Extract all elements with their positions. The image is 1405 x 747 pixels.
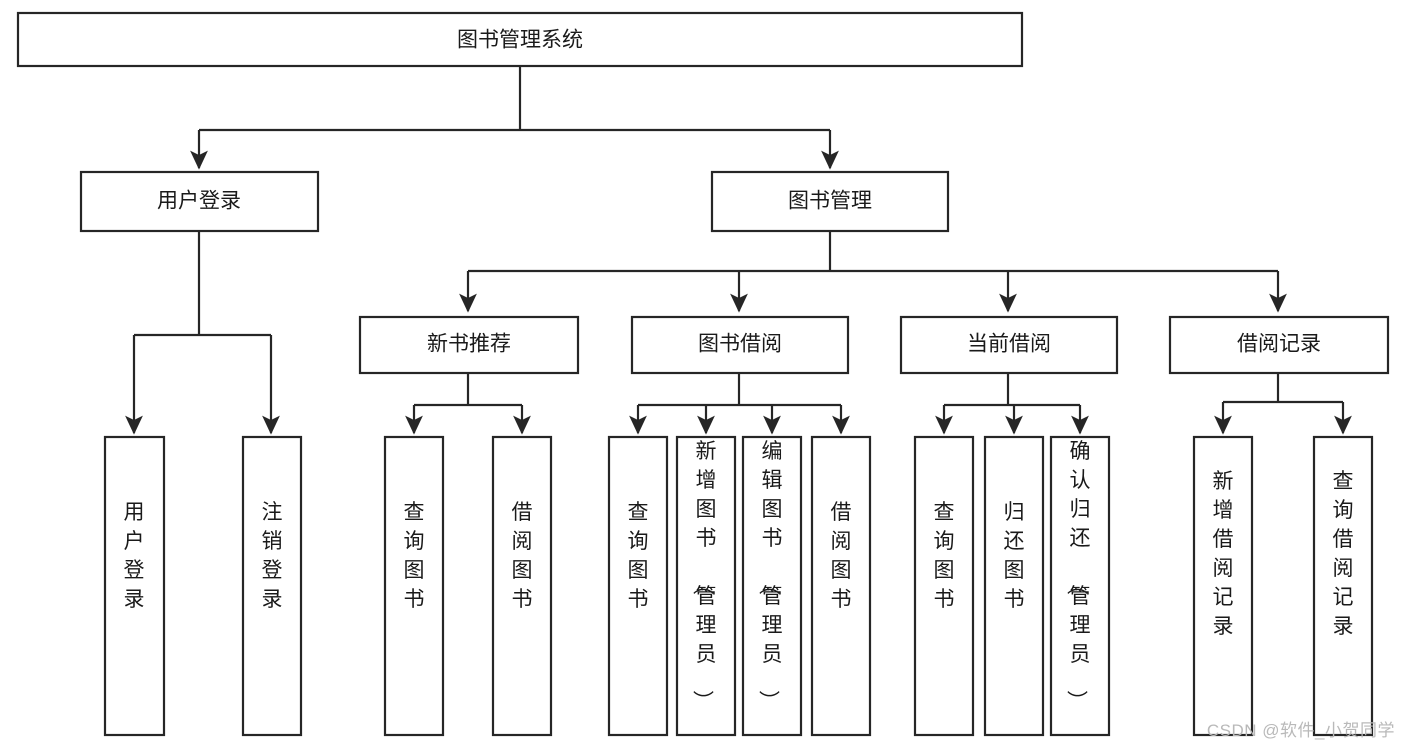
- leaf-cb-return-book-box[interactable]: [983, 435, 1045, 737]
- leaf-bb-borrow-book[interactable]: 借阅图书: [810, 435, 872, 737]
- leaf-bb-edit-book-label: 编辑图书（管理员）: [757, 440, 783, 711]
- node-borrow-record[interactable]: 借阅记录: [1168, 315, 1390, 375]
- leaf-bb-borrow-book-label: 借阅图书: [831, 501, 852, 611]
- leaf-bb-query-book[interactable]: 查询图书: [607, 435, 669, 737]
- leaf-user-login-box[interactable]: [103, 435, 166, 737]
- leaf-nbr-borrow-book-label: 借阅图书: [512, 501, 533, 611]
- node-book-manage[interactable]: 图书管理: [710, 170, 950, 233]
- leaf-br-add-record[interactable]: 新增借阅记录: [1192, 435, 1254, 737]
- leaf-bb-edit-book[interactable]: 编辑图书（管理员）: [741, 435, 803, 737]
- edges-book-borrow-to-leaves: [629, 373, 850, 435]
- leaf-cb-query-book-label: 查询图书: [934, 501, 955, 611]
- leaf-logout-label: 注销登录: [262, 501, 283, 611]
- leaf-bb-edit-book-box[interactable]: [741, 435, 803, 737]
- node-user-login-box[interactable]: [79, 170, 320, 233]
- leaf-cb-return-book-label: 归还图书: [1004, 501, 1025, 611]
- leaf-cb-return-book[interactable]: 归还图书: [983, 435, 1045, 737]
- node-book-borrow-box[interactable]: [630, 315, 850, 375]
- edges-root-to-level2: [190, 66, 839, 170]
- leaf-bb-add-book-label: 新增图书（管理员）: [691, 440, 717, 711]
- leaf-cb-query-book-box[interactable]: [913, 435, 975, 737]
- node-book-borrow[interactable]: 图书借阅: [630, 315, 850, 375]
- leaf-nbr-query-book-label: 查询图书: [404, 501, 425, 611]
- leaf-bb-query-book-label: 查询图书: [628, 501, 649, 611]
- leaf-nbr-query-book-box[interactable]: [383, 435, 445, 737]
- node-current-borrow[interactable]: 当前借阅: [899, 315, 1119, 375]
- node-user-login-label: 用户登录: [157, 190, 241, 213]
- leaf-cb-confirm-return-label: 确认归还（管理员）: [1065, 440, 1091, 711]
- leaf-br-query-record-label: 查询借阅记录: [1333, 470, 1354, 638]
- leaf-cb-confirm-return[interactable]: 确认归还（管理员）: [1049, 435, 1111, 737]
- leaf-cb-query-book[interactable]: 查询图书: [913, 435, 975, 737]
- leaf-bb-add-book-box[interactable]: [675, 435, 737, 737]
- node-new-book-recommend[interactable]: 新书推荐: [358, 315, 580, 375]
- leaf-logout[interactable]: 注销登录: [241, 435, 303, 737]
- node-user-login[interactable]: 用户登录: [79, 170, 320, 233]
- node-root-label: 图书管理系统: [457, 29, 583, 52]
- leaf-bb-query-book-box[interactable]: [607, 435, 669, 737]
- edges-book-manage-to-level3: [459, 231, 1287, 313]
- node-root[interactable]: 图书管理系统: [16, 11, 1024, 68]
- node-current-borrow-label: 当前借阅: [967, 333, 1051, 356]
- leaf-cb-confirm-return-box[interactable]: [1049, 435, 1111, 737]
- node-root-box[interactable]: [16, 11, 1024, 68]
- leaf-logout-box[interactable]: [241, 435, 303, 737]
- node-book-borrow-label: 图书借阅: [698, 333, 782, 356]
- leaf-nbr-borrow-book-box[interactable]: [491, 435, 553, 737]
- leaf-br-add-record-label: 新增借阅记录: [1213, 470, 1234, 638]
- leaf-nbr-query-book[interactable]: 查询图书: [383, 435, 445, 737]
- leaf-user-login[interactable]: 用户登录: [103, 435, 166, 737]
- node-borrow-record-box[interactable]: [1168, 315, 1390, 375]
- edges-new-book-recommend-to-leaves: [405, 373, 531, 435]
- leaf-br-add-record-box[interactable]: [1192, 435, 1254, 737]
- edges-user-login-to-leaves: [125, 231, 280, 435]
- node-book-manage-label: 图书管理: [788, 190, 872, 213]
- node-borrow-record-label: 借阅记录: [1237, 333, 1321, 356]
- edges-borrow-record-to-leaves: [1214, 373, 1352, 435]
- leaf-br-query-record[interactable]: 查询借阅记录: [1312, 435, 1374, 737]
- leaf-user-login-label: 用户登录: [124, 501, 145, 611]
- node-new-book-recommend-label: 新书推荐: [427, 333, 511, 356]
- node-current-borrow-box[interactable]: [899, 315, 1119, 375]
- edges-current-borrow-to-leaves: [935, 373, 1089, 435]
- leaf-br-query-record-box[interactable]: [1312, 435, 1374, 737]
- leaf-nbr-borrow-book[interactable]: 借阅图书: [491, 435, 553, 737]
- leaf-bb-add-book[interactable]: 新增图书（管理员）: [675, 435, 737, 737]
- node-book-manage-box[interactable]: [710, 170, 950, 233]
- node-new-book-recommend-box[interactable]: [358, 315, 580, 375]
- leaf-bb-borrow-book-box[interactable]: [810, 435, 872, 737]
